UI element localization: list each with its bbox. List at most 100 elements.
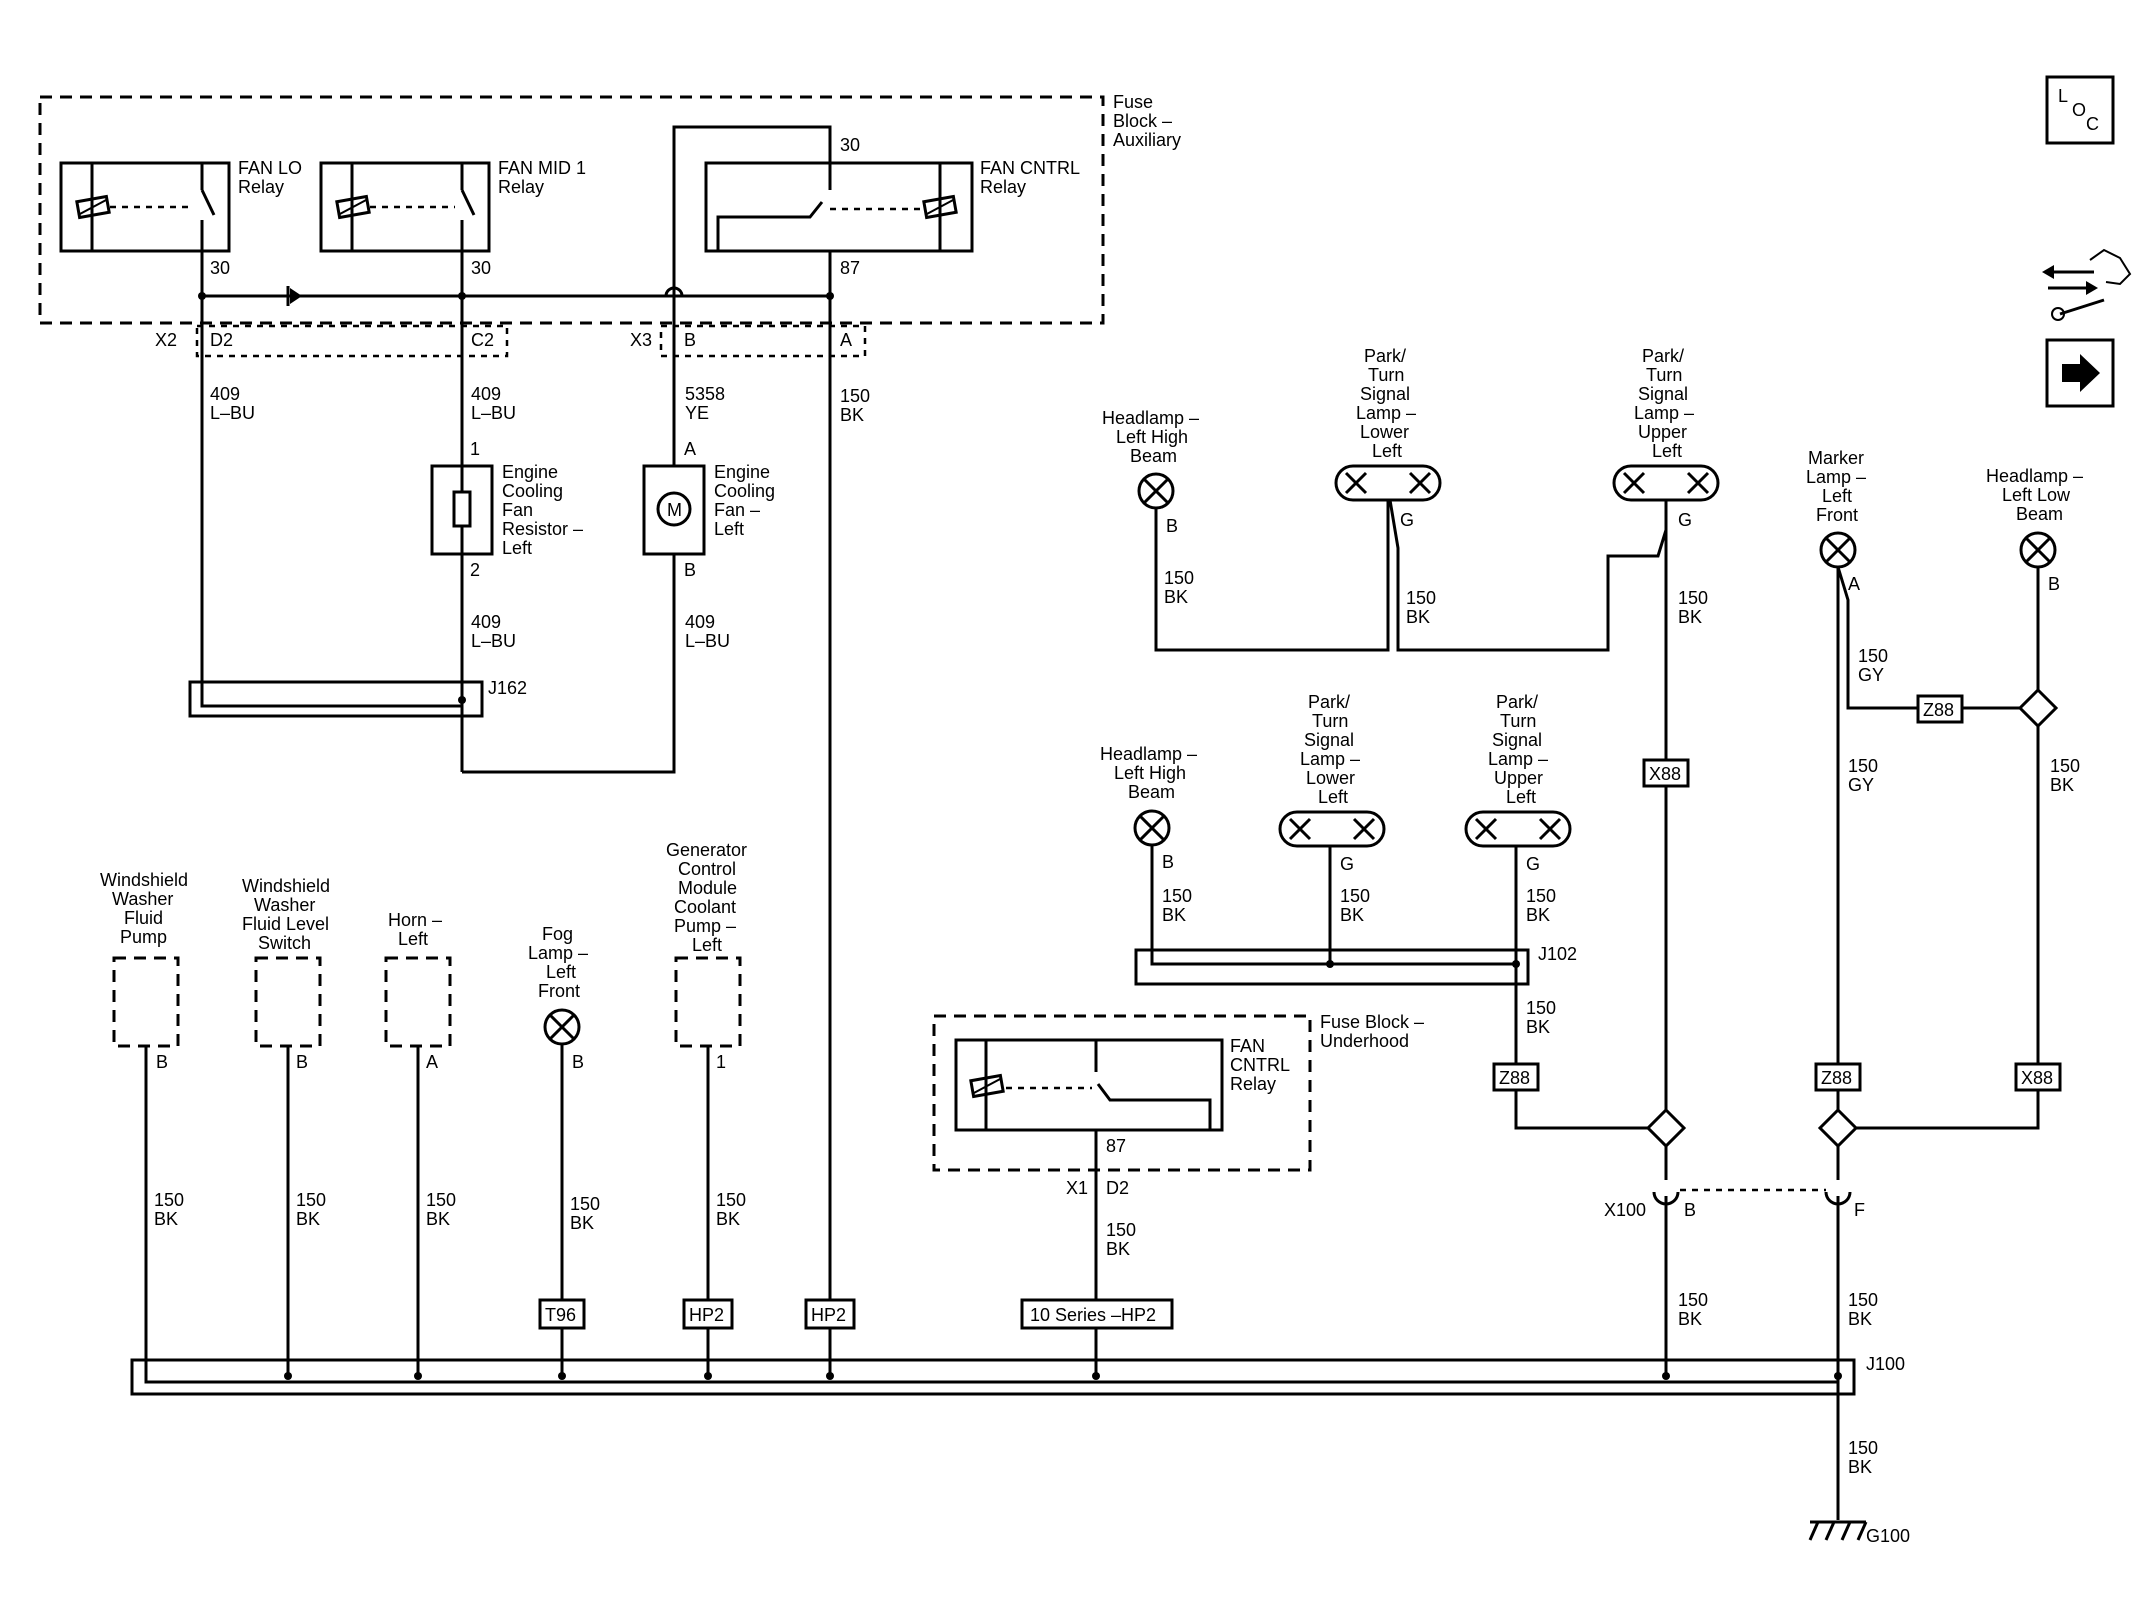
hl-hi-mid-wire-150: 150 — [1162, 886, 1192, 906]
horn-label-1: Horn – — [388, 910, 442, 930]
wire-5358: 5358 — [685, 384, 725, 404]
park-upper-mid-pin-g: G — [1526, 854, 1540, 874]
conn-a: A — [840, 330, 852, 350]
park-upper-top-5: Upper — [1638, 422, 1687, 442]
conn-x100: X100 — [1604, 1200, 1646, 1220]
wire-lbu-c: L–BU — [471, 631, 516, 651]
ref-z88-c: Z88 — [1821, 1068, 1852, 1088]
conn-x1: X1 — [1066, 1178, 1088, 1198]
splice-j102: J102 — [1538, 944, 1577, 964]
bottom-components: Windshield Washer Fluid Pump B 150 BK Wi… — [100, 840, 856, 1376]
marker-wire-150: 150 — [1858, 646, 1888, 666]
conn-x2: X2 — [155, 330, 177, 350]
conn-c2: C2 — [471, 330, 494, 350]
horn-label-2: Left — [398, 929, 428, 949]
fuse-block-under-title-1: Fuse Block – — [1320, 1012, 1424, 1032]
fog-wire-150: 150 — [570, 1194, 600, 1214]
marker-label-2: Lamp – — [1806, 467, 1866, 487]
fan-cntrl-under-title-2: CNTRL — [1230, 1055, 1290, 1075]
ref-x88-b: X88 — [2021, 1068, 2053, 1088]
hl-hi-mid-label-2: Left High — [1114, 763, 1186, 783]
hl-lo-label-2: Left Low — [2002, 485, 2071, 505]
fan-cntrl-relay-aux: FAN CNTRL Relay 30 87 — [704, 135, 1080, 278]
x100-f-wire-bk: BK — [1848, 1309, 1872, 1329]
gen-label-5: Pump – — [674, 916, 736, 936]
fan-pin-a: A — [684, 439, 696, 459]
resistor-label-1: Engine — [502, 462, 558, 482]
engine-cooling-fan: M A B Engine Cooling Fan – Left — [642, 439, 775, 580]
park-upper-mid-1: Park/ — [1496, 692, 1538, 712]
x100-f-wire-150: 150 — [1848, 1290, 1878, 1310]
ws-pump-label-1: Windshield — [100, 870, 188, 890]
park-lower-mid-2: Turn — [1312, 711, 1348, 731]
park-upper-mid-wire-bk: BK — [1526, 905, 1550, 925]
park-lower-mid-5: Lower — [1306, 768, 1355, 788]
hl-hi-mid-pin-b: B — [1162, 852, 1174, 872]
fan-mid1-relay-title-2: Relay — [498, 177, 544, 197]
park-lower-top-1: Park/ — [1364, 346, 1406, 366]
hl-lo-pin-b: B — [2048, 574, 2060, 594]
resistor-label-3: Fan — [502, 500, 533, 520]
park-lower-top-pin-g: G — [1400, 510, 1414, 530]
next-arrow-button[interactable] — [2045, 338, 2115, 408]
wire-ye: YE — [685, 403, 709, 423]
conn-b: B — [684, 330, 696, 350]
park-lower-mid-6: Left — [1318, 787, 1348, 807]
loc-letter-o: O — [2072, 100, 2086, 120]
x100-b-wire-bk: BK — [1678, 1309, 1702, 1329]
x100-pin-f: F — [1854, 1200, 1865, 1220]
park-upper-mid-3: Signal — [1492, 730, 1542, 750]
j162-area: J162 409 L–BU 409 L–BU — [188, 554, 730, 774]
fan-label-2: Cooling — [714, 481, 775, 501]
ws-pump-pin-b: B — [156, 1052, 168, 1072]
connector-row-aux: X2 D2 C2 X3 B A — [155, 324, 867, 358]
mid-lamp-row: Headlamp – Left High Beam B 150 BK Park/… — [1100, 692, 2062, 1520]
swap-wrench-icon[interactable] — [2042, 248, 2132, 321]
loc-button[interactable]: L O C — [2045, 75, 2115, 145]
park-lower-mid-1: Park/ — [1308, 692, 1350, 712]
top-lamp-row: Headlamp – Left High Beam B 150 BK Park/… — [1102, 346, 2083, 1110]
j100-splice: J100 G100 — [130, 1354, 1910, 1546]
ws-switch-label-4: Switch — [258, 933, 311, 953]
ref-hp2-b: HP2 — [811, 1305, 846, 1325]
fan-label-4: Left — [714, 519, 744, 539]
resistor-label-5: Left — [502, 538, 532, 558]
hl-hi-top-label-2: Left High — [1116, 427, 1188, 447]
conn-x3: X3 — [630, 330, 652, 350]
resistor-pin-1: 1 — [470, 439, 480, 459]
fuse-block-aux-title-2: Block – — [1113, 111, 1172, 131]
park-upper-top-wire-150: 150 — [1678, 588, 1708, 608]
under-wire-150: 150 — [1106, 1220, 1136, 1240]
ground-g100: G100 — [1866, 1526, 1910, 1546]
wire-409-b: 409 — [471, 384, 501, 404]
fan-cntrl-aux-title-2: Relay — [980, 177, 1026, 197]
resistor-label-4: Resistor – — [502, 519, 583, 539]
fan-cntrl-under-pin-87: 87 — [1106, 1136, 1126, 1156]
splice-j162: J162 — [488, 678, 527, 698]
gen-wire-150: 150 — [716, 1190, 746, 1210]
fuse-block-auxiliary: Fuse Block – Auxiliary FAN LO Relay 30 — [38, 92, 1181, 325]
engine-cooling-fan-resistor: 1 2 Engine Cooling Fan Resistor – Left — [430, 439, 583, 580]
marker-wire-gy-b: GY — [1848, 775, 1874, 795]
ref-x88-a: X88 — [1649, 764, 1681, 784]
park-upper-top-6: Left — [1652, 441, 1682, 461]
marker-label-3: Left — [1822, 486, 1852, 506]
horn-wire-150: 150 — [426, 1190, 456, 1210]
ground-wire-150: 150 — [1848, 1438, 1878, 1458]
fan-mid1-relay-title-1: FAN MID 1 — [498, 158, 586, 178]
park-upper-mid-2: Turn — [1500, 711, 1536, 731]
park-lower-mid-wire-bk: BK — [1340, 905, 1364, 925]
park-upper-mid-5: Upper — [1494, 768, 1543, 788]
fan-mid1-relay: FAN MID 1 Relay 30 — [319, 158, 586, 278]
hl-lo-label-1: Headlamp – — [1986, 466, 2083, 486]
wire-409-d: 409 — [685, 612, 715, 632]
park-upper-top-3: Signal — [1638, 384, 1688, 404]
ref-t96: T96 — [545, 1305, 576, 1325]
ws-pump-label-2: Washer — [112, 889, 173, 909]
fog-label-1: Fog — [542, 924, 573, 944]
wire-409-a: 409 — [210, 384, 240, 404]
ws-switch-label-3: Fluid Level — [242, 914, 329, 934]
gen-wire-bk: BK — [716, 1209, 740, 1229]
fan-cntrl-aux-title-1: FAN CNTRL — [980, 158, 1080, 178]
